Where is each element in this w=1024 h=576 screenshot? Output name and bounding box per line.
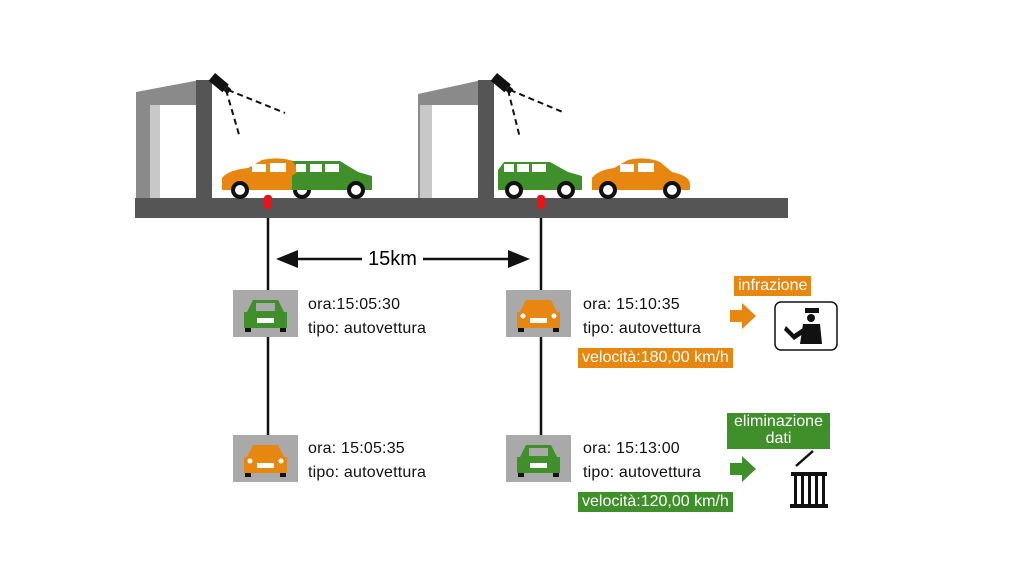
event-type: tipo: autovettura — [583, 320, 702, 337]
event-time: ora: 15:10:35 — [583, 296, 680, 313]
vehicle-thumbnail — [233, 290, 298, 337]
speed-badge: velocità:180,00 km/h — [578, 348, 733, 368]
arrow-right-icon — [730, 303, 756, 329]
vehicle-thumbnail — [233, 435, 298, 482]
trash-bin-icon — [790, 450, 828, 508]
car-front-icon — [517, 300, 560, 332]
action-label-infrazione: infrazione — [734, 276, 812, 296]
camera-icon — [490, 73, 566, 139]
vehicle-thumbnail — [506, 435, 571, 482]
camera-icon — [208, 73, 286, 139]
car-front-icon — [244, 445, 287, 477]
sensor — [264, 195, 272, 209]
car-front-icon — [244, 300, 287, 332]
arrow-right-icon — [730, 456, 756, 482]
event-time: ora: 15:05:35 — [308, 440, 405, 457]
event-time: ora:15:05:30 — [308, 296, 401, 313]
vehicle-thumbnail — [506, 290, 571, 337]
event-type: tipo: autovettura — [583, 464, 702, 481]
sensor — [537, 195, 545, 209]
car-front-icon — [517, 445, 560, 477]
road — [135, 198, 788, 218]
gantry-2 — [418, 80, 494, 200]
event-type: tipo: autovettura — [308, 464, 427, 481]
distance-label: 15km — [362, 247, 423, 271]
action-label-line: eliminazione — [734, 413, 823, 430]
action-label-line: dati — [765, 430, 792, 447]
event-time: ora: 15:13:00 — [583, 440, 680, 457]
car-suv-green — [292, 161, 372, 199]
event-type: tipo: autovettura — [308, 320, 427, 337]
speed-badge: velocità:120,00 km/h — [578, 492, 733, 512]
car-suv-green — [498, 162, 582, 199]
car-sedan-orange — [592, 158, 690, 199]
police-officer-icon — [774, 301, 838, 351]
action-label-eliminazione-dati: eliminazione dati — [727, 413, 830, 449]
gantry-1 — [136, 80, 212, 200]
